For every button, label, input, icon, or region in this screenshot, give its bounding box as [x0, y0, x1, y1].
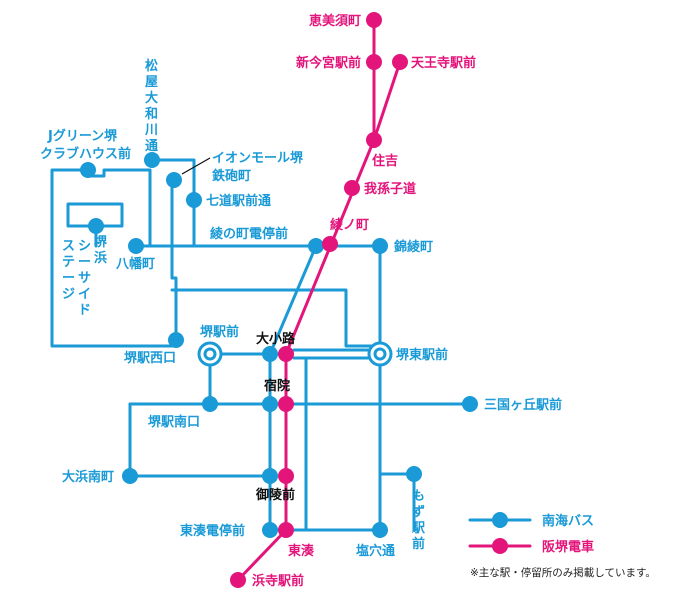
- label-tennojiekimae: 天王寺駅前: [411, 55, 476, 71]
- stop-shichido[interactable]: [186, 192, 202, 208]
- stop-ebisucho[interactable]: [366, 12, 382, 28]
- hub-sakaihigashi[interactable]: [367, 341, 393, 367]
- legend-bus-label: 南海バス: [542, 513, 594, 529]
- bus-stops: [80, 152, 478, 538]
- label-matsuya-vertical: 松屋大 和川通: [144, 58, 163, 154]
- stop-goryomae-tram[interactable]: [278, 468, 294, 484]
- stop-goryomae-bus[interactable]: [262, 468, 278, 484]
- legend-tram-label: 阪堺電車: [542, 539, 594, 555]
- bus-route-inner-box: [66, 202, 124, 228]
- label-shioana: 塩穴通: [356, 543, 395, 559]
- bus-route-matsuya-box: [150, 158, 196, 248]
- label-imamiyaekimae: 新今宮駅前: [296, 55, 361, 71]
- stop-sakaihama[interactable]: [88, 218, 104, 234]
- tram-line-tennoji: [372, 60, 402, 142]
- legend-bus-dot: [492, 512, 508, 528]
- label-nishikiayacho: 錦綾町: [394, 239, 433, 255]
- label-mikunigaoka: 三国ヶ丘駅前: [484, 397, 562, 413]
- stop-ayanocho-teiryujomae[interactable]: [308, 238, 324, 254]
- label-sakaieki-minami: 堺駅南口: [148, 414, 200, 430]
- label-sakaieki: 堺駅前: [200, 324, 239, 340]
- stop-aeon[interactable]: [166, 172, 182, 188]
- label-ebisucho: 恵美須町: [309, 13, 361, 29]
- stop-oshoji-tram[interactable]: [278, 346, 294, 362]
- label-abikomichi: 我孫子道: [364, 181, 416, 197]
- label-sakaieki-nishi: 堺駅西口: [124, 350, 176, 366]
- bus-route-sakai-east-west: [208, 348, 382, 360]
- legend: 南海バス 阪堺電車 ※主な駅・停留所のみ掲載しています。: [468, 512, 656, 579]
- stop-ayanocho[interactable]: [322, 236, 338, 252]
- label-hachimancho: 八幡町: [115, 256, 155, 272]
- legend-tram-dot: [492, 538, 508, 554]
- stop-mikunigaoka[interactable]: [462, 396, 478, 412]
- tram-stops: [230, 12, 408, 588]
- stop-sumiyoshi[interactable]: [366, 132, 382, 148]
- stop-shukuin-tram[interactable]: [278, 396, 294, 412]
- stop-oshoji-bus[interactable]: [262, 346, 278, 362]
- label-aeon-line1: イオンモール堺: [212, 150, 304, 166]
- label-shukuin: 宿院: [264, 378, 290, 394]
- stop-shioana[interactable]: [372, 522, 388, 538]
- stop-jgreen[interactable]: [80, 162, 96, 178]
- stop-abikomichi[interactable]: [344, 180, 360, 196]
- stop-higashiminato[interactable]: [278, 522, 294, 538]
- stop-shukuin-bus[interactable]: [262, 396, 278, 412]
- label-jgreen-line2: クラブハウス前: [40, 146, 131, 162]
- stop-higashiminato-teiryujomae[interactable]: [262, 522, 278, 538]
- stop-nishikiayacho[interactable]: [372, 238, 388, 254]
- label-ayanocho: 綾ノ町: [330, 217, 369, 233]
- bus-route-diagonal: [268, 244, 318, 356]
- bus-route-loop-south: [304, 356, 382, 532]
- label-ayanocho-teiryujomae: 綾の町電停前: [210, 226, 288, 242]
- label-shichido: 七道駅前通: [206, 193, 271, 209]
- label-sakaihigashi: 堺東駅前: [396, 347, 448, 363]
- label-sakaihama-vertical: 堺浜 シーサ イド ステージ: [62, 234, 112, 318]
- label-higashiminato-teiryujomae: 東湊電停前: [180, 523, 245, 539]
- legend-note: ※主な駅・停留所のみ掲載しています。: [470, 566, 656, 579]
- label-sumiyoshi: 住吉: [372, 153, 398, 169]
- hub-sakaieki[interactable]: [197, 341, 223, 367]
- label-hamaderaekimae: 浜寺駅前: [252, 573, 304, 589]
- stop-hamaderaekimae[interactable]: [230, 572, 246, 588]
- aeon-leader-line: [181, 157, 211, 175]
- stop-hachimancho[interactable]: [128, 238, 144, 254]
- stop-ohamaminami[interactable]: [122, 468, 138, 484]
- stop-matsuya[interactable]: [144, 152, 160, 168]
- label-higashiminato: 東湊: [288, 543, 315, 559]
- label-mozu-vertical: もず 駅前: [411, 489, 430, 552]
- label-jgreen-line1: Jグリーン堺: [47, 128, 118, 144]
- label-oshoji: 大小路: [256, 331, 296, 347]
- bus-route-north-loop: [170, 288, 382, 348]
- stop-imamiyaekimae[interactable]: [366, 54, 382, 70]
- stop-tennojiekimae[interactable]: [392, 54, 408, 70]
- stop-sakaieki-nishi[interactable]: [168, 332, 184, 348]
- bus-route-mozu: [378, 472, 416, 532]
- label-ohamaminami: 大浜南町: [62, 469, 114, 485]
- stop-mozu[interactable]: [406, 466, 422, 482]
- stop-sakaieki-minami[interactable]: [202, 396, 218, 412]
- label-aeon-line2: 鉄砲町: [212, 168, 251, 184]
- label-goryomae: 御陵前: [255, 487, 295, 503]
